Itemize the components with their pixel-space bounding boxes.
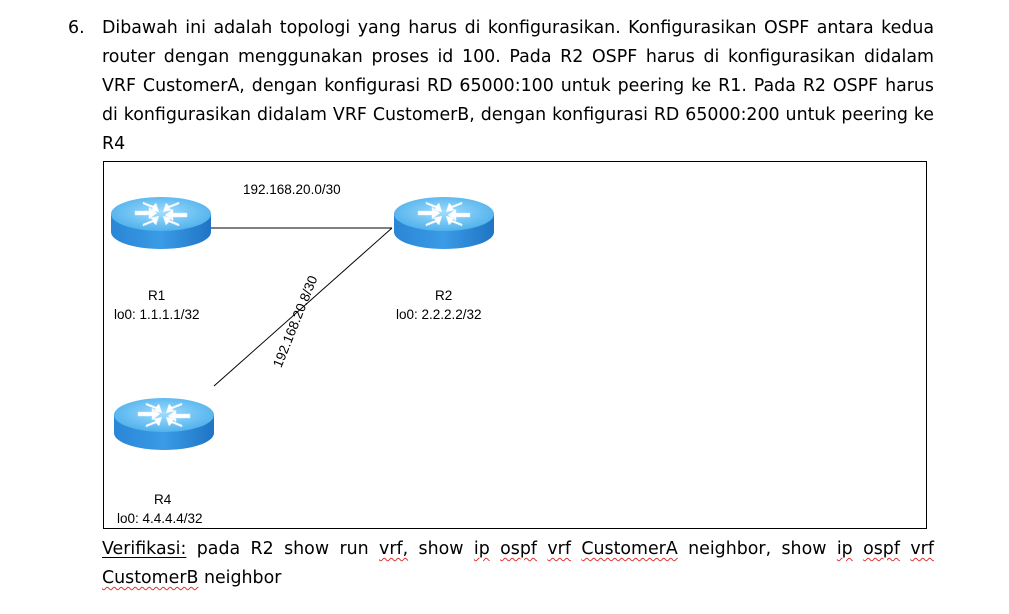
verification-word: run: [339, 539, 369, 559]
question-text: Dibawah ini adalah topologi yang harus d…: [102, 18, 934, 154]
verification-word: ip: [473, 539, 490, 559]
router-r1-name: R1: [148, 288, 166, 303]
verification-word: vrf: [910, 539, 934, 559]
topology-canvas: [110, 196, 495, 451]
verification-word: ip: [836, 539, 853, 559]
router-r2-name: R2: [435, 288, 453, 303]
topology-diagram: 192.168.20.0/30 192.168.20.8/30 R1 lo0: …: [103, 161, 927, 529]
verification-text: Verifikasi: pada R2 show run vrf, show i…: [102, 535, 934, 593]
router-r2-loopback: lo0: 2.2.2.2/32: [396, 307, 482, 322]
router-r4-name: R4: [154, 492, 172, 507]
router-r4-icon: [113, 397, 215, 451]
verification-word: show: [418, 539, 464, 559]
verification-label: Verifikasi:: [102, 539, 187, 559]
router-r1-loopback: lo0: 1.1.1.1/32: [114, 307, 200, 322]
verification-word: ospf: [863, 539, 900, 559]
verification-word: show: [284, 539, 330, 559]
verification-word: neighbor: [203, 568, 282, 588]
question-number: 6.: [68, 18, 85, 38]
verification-word: pada: [196, 539, 241, 559]
verification-word: neighbor,: [688, 539, 772, 559]
link-r1-r2-subnet: 192.168.20.0/30: [243, 182, 341, 197]
verification-word: ospf: [500, 539, 537, 559]
router-r4-loopback: lo0: 4.4.4.4/32: [117, 511, 203, 526]
router-r1-icon: [110, 196, 212, 250]
verification-word: CustomerA: [581, 539, 678, 559]
verification-word: CustomerB: [102, 568, 199, 588]
router-r2-icon: [393, 196, 495, 250]
verification-word: vrf,: [379, 539, 409, 559]
verification-word: R2: [250, 539, 274, 559]
verification-word: show: [781, 539, 827, 559]
link-r2-r4: [213, 227, 393, 387]
verification-word: vrf: [547, 539, 571, 559]
